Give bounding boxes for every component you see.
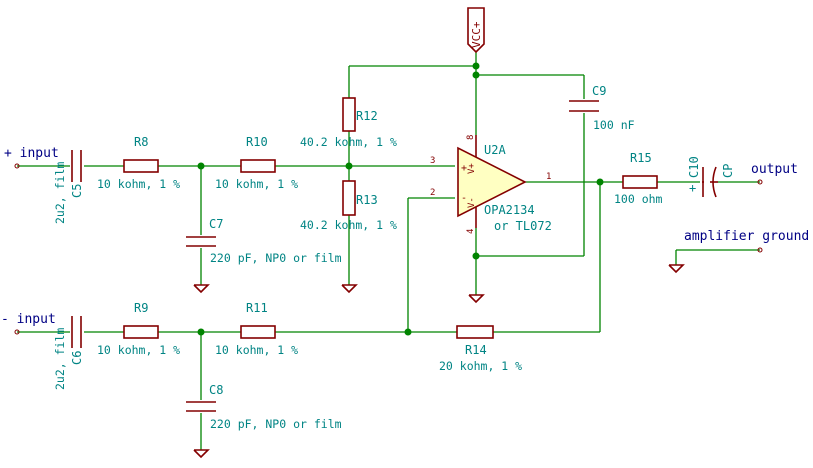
opamp-pin-1: 1 (546, 172, 551, 182)
junction-dot (197, 162, 205, 170)
resistor-r12 (342, 97, 356, 132)
junction-dot (345, 162, 353, 170)
resistors (123, 97, 658, 339)
ground-icon (341, 284, 358, 294)
opamp-plus-sign: + (461, 163, 467, 174)
capacitor-c5 (71, 150, 82, 182)
c6-ref: C6 (70, 351, 84, 365)
vcc-label: VCC+ (470, 21, 483, 48)
junction-dot (596, 178, 604, 186)
c10-ref: C10 (687, 156, 701, 178)
junction-dot (404, 328, 412, 336)
resistor-r10 (240, 159, 276, 173)
r11-value: 10 kohm, 1 % (215, 343, 298, 357)
r15-value: 100 ohm (614, 192, 663, 206)
junction-dot (472, 71, 480, 79)
capacitor-c8 (186, 401, 216, 412)
capacitors (71, 100, 718, 412)
capacitor-c9 (569, 100, 599, 112)
output-label: output (751, 162, 798, 177)
c6-value: 2u2, film (53, 328, 67, 390)
opamp-triangle (457, 146, 527, 218)
ground-icon (668, 264, 685, 274)
r8-ref: R8 (134, 135, 148, 149)
c7-value: 220 pF, NP0 or film (210, 251, 342, 265)
resistor-r11 (240, 325, 276, 339)
plus-input-label: + input (4, 146, 59, 161)
ground-icon (193, 284, 210, 294)
r13-ref: R13 (356, 193, 378, 207)
opamp-ref: U2A (484, 143, 506, 157)
r9-ref: R9 (134, 301, 148, 315)
opamp-pin-3: 3 (430, 156, 435, 166)
capacitor-c10 (702, 166, 718, 198)
r11-ref: R11 (246, 301, 268, 315)
c8-ref: C8 (209, 383, 223, 397)
c5-ref: C5 (70, 184, 84, 198)
opamp-value-2: or TL072 (494, 219, 552, 233)
r13-value: 40.2 kohm, 1 % (300, 218, 397, 232)
junction-dot (472, 62, 480, 70)
power-symbols: VCC+ (193, 7, 685, 459)
connector-pin (14, 329, 20, 335)
opamp-pin-2: 2 (430, 188, 435, 198)
net-labels: + input - input output amplifier ground (1, 146, 809, 327)
r15-ref: R15 (630, 151, 652, 165)
ground-icon (193, 449, 210, 459)
connector-pin (757, 179, 763, 185)
opamp-minus-sign: - (461, 193, 467, 204)
resistor-r9 (123, 325, 159, 339)
resistor-r8 (123, 159, 159, 173)
connector-pin (14, 163, 20, 169)
component-labels: R8 10 kohm, 1 % R10 10 kohm, 1 % R9 10 k… (53, 84, 735, 431)
r12-ref: R12 (356, 109, 378, 123)
ground-icon (468, 294, 485, 304)
c9-value: 100 nF (593, 118, 635, 132)
c9-ref: C9 (592, 84, 606, 98)
resistor-r15 (622, 175, 658, 189)
junction-dot (472, 252, 480, 260)
c7-ref: C7 (209, 217, 223, 231)
r12-value: 40.2 kohm, 1 % (300, 135, 397, 149)
c10-polarity: + (689, 181, 696, 195)
r14-ref: R14 (465, 343, 487, 357)
c10-value: CP (721, 164, 735, 178)
connector-pin (757, 247, 763, 253)
opamp-vminus-label: V- (467, 197, 477, 208)
wires (17, 52, 760, 450)
minus-input-label: - input (1, 312, 56, 327)
opamp-pin-8: 8 (466, 135, 476, 140)
junction-dot (197, 328, 205, 336)
capacitor-c7 (186, 236, 216, 247)
resistor-r14 (456, 325, 494, 339)
r8-value: 10 kohm, 1 % (97, 177, 180, 191)
opamp-pin-4: 4 (466, 229, 476, 234)
capacitor-c6 (71, 316, 82, 348)
r14-value: 20 kohm, 1 % (439, 359, 522, 373)
r10-ref: R10 (246, 135, 268, 149)
amplifier-ground-label: amplifier ground (684, 229, 809, 244)
vcc-flag: VCC+ (467, 7, 485, 54)
opamp-value-1: OPA2134 (484, 203, 535, 217)
connector-pins (14, 163, 763, 335)
c5-value: 2u2, film (53, 162, 67, 224)
opamp-u2a: + - V+ V- 3 2 1 8 4 U2A OPA2134 or TL072 (430, 135, 552, 234)
r10-value: 10 kohm, 1 % (215, 177, 298, 191)
junctions (197, 62, 604, 336)
c8-value: 220 pF, NP0 or film (210, 417, 342, 431)
resistor-r13 (342, 180, 356, 216)
r9-value: 10 kohm, 1 % (97, 343, 180, 357)
opamp-vplus-label: V+ (467, 163, 477, 174)
